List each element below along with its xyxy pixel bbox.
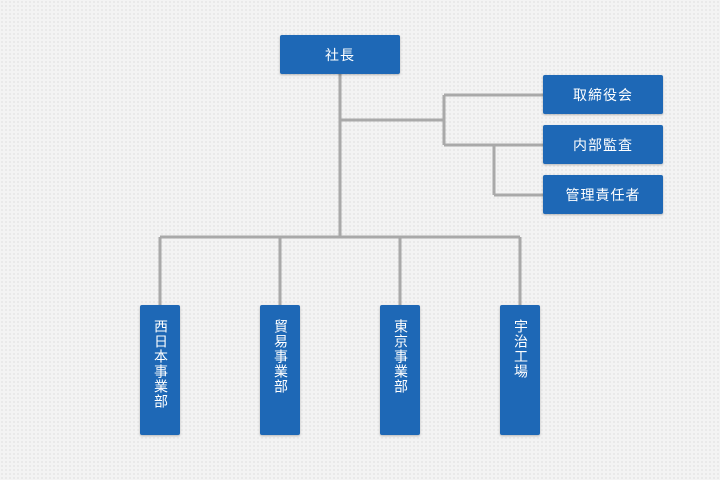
- node-board: 取締役会: [543, 75, 663, 114]
- node-president-label: 社長: [325, 47, 355, 64]
- node-tokyo-division: 東京事業部: [380, 305, 420, 435]
- node-west-japan-division: 西日本事業部: [140, 305, 180, 435]
- node-uji-factory: 宇治工場: [500, 305, 540, 435]
- node-president: 社長: [280, 35, 400, 74]
- node-uji-label: 宇治工場: [512, 319, 528, 379]
- node-manager-label: 管理責任者: [565, 187, 641, 204]
- node-internal-audit: 内部監査: [543, 125, 663, 164]
- node-trade-division: 貿易事業部: [260, 305, 300, 435]
- node-manager: 管理責任者: [543, 175, 663, 214]
- node-trade-label: 貿易事業部: [272, 319, 288, 394]
- node-board-label: 取締役会: [573, 87, 633, 104]
- node-internal-audit-label: 内部監査: [573, 137, 633, 154]
- node-tokyo-label: 東京事業部: [392, 319, 408, 394]
- node-west-japan-label: 西日本事業部: [152, 319, 168, 409]
